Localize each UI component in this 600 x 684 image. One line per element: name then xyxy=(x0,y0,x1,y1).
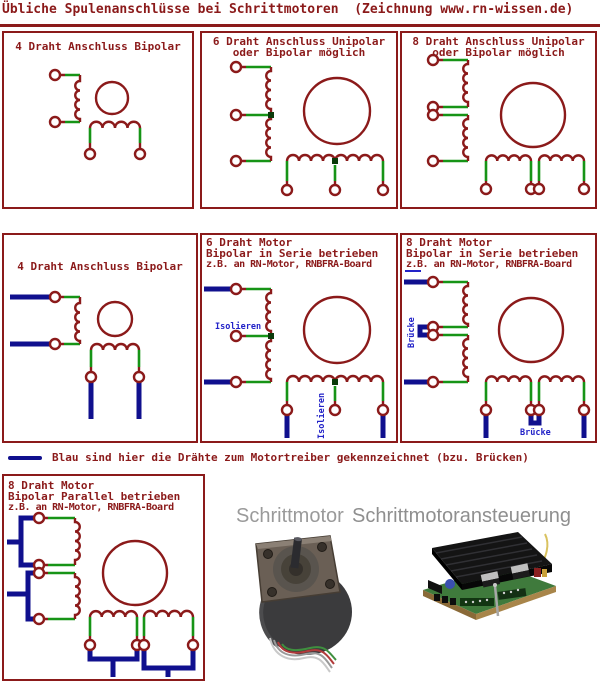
coils-and-red-wires xyxy=(44,516,195,640)
terminals xyxy=(229,60,390,197)
component-yellow xyxy=(542,569,547,577)
connector-left xyxy=(428,580,442,594)
terminals xyxy=(426,53,591,196)
green-wires xyxy=(443,280,586,401)
legend-text: Blau sind hier die Drähte zum Motortreib… xyxy=(52,451,529,464)
pin xyxy=(493,585,500,617)
circuit-8-wire-diagram xyxy=(426,53,591,196)
heatsink xyxy=(432,532,552,584)
terminals xyxy=(32,511,200,652)
coils-and-red-wires xyxy=(438,280,586,405)
stepper-controller-label: Schrittmotoransteuerung xyxy=(352,505,572,527)
panel-title: 8 Draht Motor Bipolar in Serie betrieben… xyxy=(406,236,579,270)
coils-and-red-wires xyxy=(60,295,141,372)
terminals xyxy=(426,275,591,417)
panel-4-wire-bipolar-driver: 4 Draht Anschluss Bipolar xyxy=(2,233,198,443)
stepper-motor-label: Schrittmotor xyxy=(236,505,344,527)
panel-6-wire-unipolar: 6 Draht Anschluss Unipolar oder Bipolar … xyxy=(200,31,398,209)
rotor-circle xyxy=(94,80,130,116)
trim-pot xyxy=(445,579,455,589)
motor-wires xyxy=(269,637,337,673)
coils-and-red-wires xyxy=(438,58,586,184)
blue-wire-legend-swatch xyxy=(8,456,42,460)
parallel-bracket-bottom-right xyxy=(141,650,196,671)
stepper-controller-photo xyxy=(423,532,556,620)
green-wires xyxy=(48,516,195,636)
coils-and-red-wires xyxy=(60,73,142,149)
circuit-6-wire-serial-diagram: Isolieren Isolieren xyxy=(204,282,390,439)
panel-6-wire-serial: Isolieren Isolieren 6 Draht Motor Bipola… xyxy=(200,233,398,443)
terminals xyxy=(48,290,146,384)
terminals xyxy=(229,282,390,417)
terminals xyxy=(48,68,147,161)
component-red xyxy=(534,568,541,577)
panel-title: 4 Draht Anschluss Bipolar xyxy=(15,40,181,53)
parallel-bracket-bottom-left xyxy=(87,650,140,662)
parallel-bracket-lower xyxy=(25,570,34,622)
bridge-left xyxy=(417,324,428,338)
rotor-circle xyxy=(101,539,169,607)
center-tap xyxy=(332,158,338,164)
blue-driver-wires xyxy=(404,279,587,438)
panel-title: 8 Draht Motor Bipolar Parallel betrieben… xyxy=(8,479,181,513)
green-wires xyxy=(65,73,142,143)
terminal-strip xyxy=(434,588,527,606)
blue-driver-wires xyxy=(7,515,196,677)
stepper-motor-photo xyxy=(255,535,352,673)
panel-8-wire-unipolar: 8 Draht Anschluss Unipolar oder Bipolar … xyxy=(400,31,597,209)
circuit-4-wire-driver-diagram xyxy=(10,290,146,419)
panel-4-wire-bipolar: 4 Draht Anschluss Bipolar xyxy=(2,31,194,209)
pcb xyxy=(423,566,556,614)
blue-driver-wires xyxy=(204,286,386,438)
isolate-label: Isolieren xyxy=(215,321,261,332)
driver-chip xyxy=(480,571,501,588)
circuit-6-wire-diagram xyxy=(229,60,390,197)
panel-title: 4 Draht Anschluss Bipolar xyxy=(17,260,183,273)
circuit-8-wire-parallel-diagram xyxy=(7,511,200,677)
center-tap xyxy=(332,379,338,385)
driver-chip xyxy=(510,563,531,580)
coils-and-red-wires xyxy=(241,65,385,185)
rotor-circle xyxy=(497,296,565,364)
panel-title: 6 Draht Anschluss Unipolar oder Bipolar … xyxy=(212,35,386,59)
motor-shaft xyxy=(290,537,303,569)
coils-and-red-wires xyxy=(241,287,385,405)
panel-title: 6 Draht Motor Bipolar in Serie betrieben… xyxy=(206,236,379,270)
page-title: Übliche Spulenanschlüsse bei Schrittmoto… xyxy=(2,2,574,17)
panel-8-wire-serial: Brücke Brücke 8 Draht Motor Bipolar in S… xyxy=(400,233,597,443)
center-tap xyxy=(268,333,274,339)
isolate-label-vertical: Isolieren xyxy=(316,393,327,439)
rotor-circle xyxy=(302,295,372,365)
zb-underline xyxy=(405,270,421,272)
circuit-4-wire-diagram xyxy=(48,68,147,161)
panel-title: 8 Draht Anschluss Unipolar oder Bipolar … xyxy=(412,35,585,59)
green-wires xyxy=(443,58,586,181)
green-wires xyxy=(246,65,385,181)
bridge-label-vertical: Brücke xyxy=(407,317,417,348)
green-wires xyxy=(64,295,141,367)
bridge-label: Brücke xyxy=(520,428,551,438)
circuit-8-wire-serial-diagram: Brücke Brücke xyxy=(404,275,591,438)
rotor-circle xyxy=(96,300,134,338)
panel-8-wire-parallel: 8 Draht Motor Bipolar Parallel betrieben… xyxy=(2,474,205,681)
bridge-bottom xyxy=(528,414,542,426)
green-wires xyxy=(246,287,385,401)
heatsink-fins xyxy=(435,536,543,578)
legend: Blau sind hier die Drähte zum Motortreib… xyxy=(0,449,600,467)
title-divider xyxy=(0,24,600,27)
rotor-circle xyxy=(499,81,567,149)
center-tap xyxy=(268,112,274,118)
blue-driver-wires xyxy=(10,294,142,419)
parallel-bracket-top xyxy=(18,515,34,568)
rotor-circle xyxy=(302,76,372,146)
